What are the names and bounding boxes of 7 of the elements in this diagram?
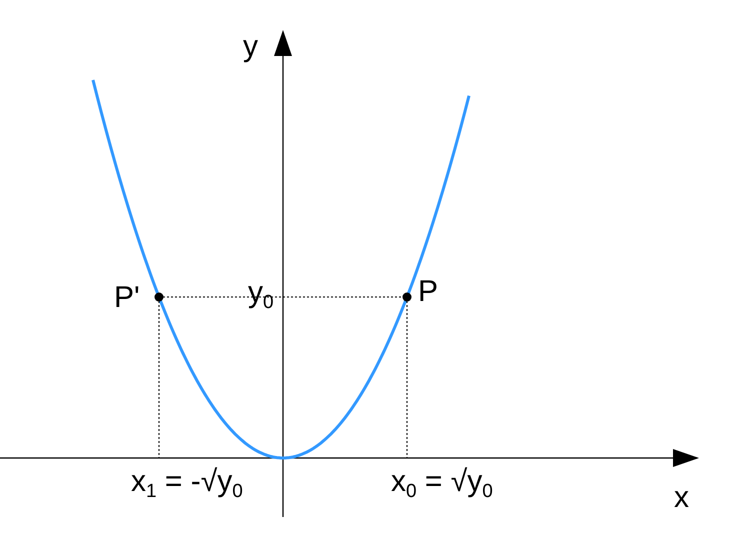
point-label: P' <box>114 281 140 315</box>
axis-label: x <box>674 481 689 515</box>
formula-label: x$_{1}$ = -√y$_{0}$ <box>131 465 243 504</box>
value-label: y$_{0}$ <box>248 276 274 315</box>
point-label: P <box>418 275 438 309</box>
formula-label: x$_{0}$ = √y$_{0}$ <box>391 465 493 504</box>
axis-label: y <box>243 30 258 64</box>
